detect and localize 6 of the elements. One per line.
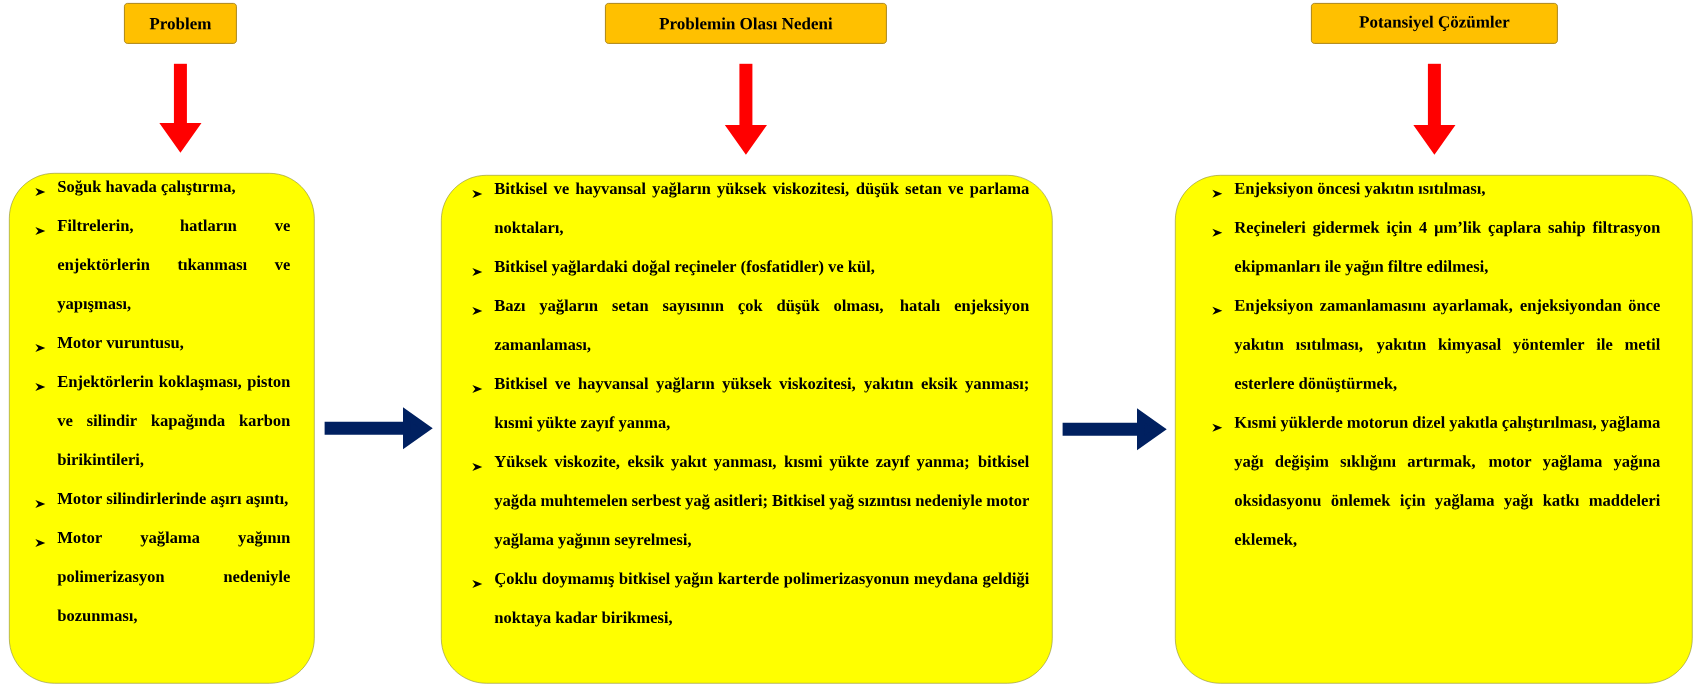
- header-box: Problem: [124, 3, 237, 44]
- header-box: Problemin Olası Nedeni: [605, 3, 887, 44]
- text-panel: Bitkisel ve hayvansal yağların yüksek viskozitesi, düşük setan ve parlama noktaları, Bitkisel yağlardaki doğal reçineler (fosfatidler) ve kül, Bazı yağların setan sayısının çok düşük olması, hatalı enjeksiyon zamanlaması, Bitkisel ve hayvansal yağların yüksek viskozitesi, yakıtın eksik yanması; kısmi yükte zayıf yanma, Yüksek viskozite, eksik yakıt yanması, kısmi yükte zayıf yanma; bitkisel yağda muhtemelen serbest yağ asitleri; Bitkisel yağ sızıntısı nedeniyle motor yağlama yağının seyrelmesi, Çoklu doymamış bitkisel yağın karterde polimerizasyonun meydana geldiği noktaya kadar birikmesi,: [441, 175, 1053, 684]
- text-panel: Enjeksiyon öncesi yakıtın ısıtılması, Reçineleri gidermek için 4 µm’lik çaplara sahip filtrasyon ekipmanları ile yağın filtre edilmesi, Enjeksiyon zamanlamasını ayarlamak, enjeksiyondan önce yakıtın ısıtılması, yakıtın kimyasal yöntemler ile metil esterlere dönüştürmek, Kısmi yüklerde motorun dizel yakıtla çalıştırılması, yağlama yağı değişim sıklığını artırmak, motor yağlama yağına oksidasyonu önlemek için yağlama yağı katkı maddeleri eklemek,: [1175, 175, 1693, 684]
- header-box: Potansiyel Çözümler: [1311, 3, 1558, 44]
- text-panel: Soğuk havada çalıştırma, Filtrelerin, hatların ve enjektörlerin tıkanması ve yapışması, Motor vuruntusu, Enjektörlerin koklaşması, piston ve silindir kapağında karbon birikintileri, Motor silindirlerinde aşırı aşıntı, Motor yağlama yağının polimerizasyon nedeniyle bozunması,: [9, 173, 315, 684]
